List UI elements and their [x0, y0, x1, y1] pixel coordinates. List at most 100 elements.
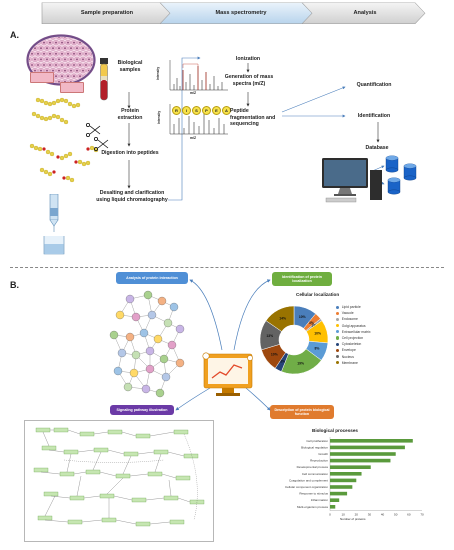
card-protein-localization: Identification of protein localization: [272, 272, 332, 286]
bar-category-label: Coagulation and complement: [289, 478, 328, 482]
legend-item: Extracellular matrix: [336, 329, 371, 335]
process-bar: [330, 498, 340, 502]
protein-node: [113, 366, 123, 376]
analysis-computer-icon: [202, 352, 253, 396]
cell-nucleus-icon: [46, 69, 48, 72]
legend-label: Membrane: [341, 360, 358, 365]
x-tick-label: 0: [329, 513, 331, 517]
x-tick-label: 70: [420, 513, 424, 517]
cell-nucleus-icon: [88, 58, 90, 61]
cell-nucleus-icon: [49, 41, 51, 44]
cell-nucleus-icon: [73, 64, 75, 66]
card-biological-function: Description of protein biological functi…: [270, 405, 334, 419]
donut-value-label: 10%: [299, 315, 306, 319]
cell-nucleus-icon: [61, 75, 63, 78]
workflow-banner: [41, 2, 426, 24]
cell-nucleus-icon: [79, 52, 81, 55]
cell-nucleus-icon: [73, 41, 75, 44]
database-icon: [385, 155, 417, 195]
cell-icon: [92, 45, 93, 51]
biological-samples-label: Biological samples: [117, 60, 143, 73]
cell-nucleus-icon: [52, 58, 54, 61]
cell-icon: [29, 37, 32, 40]
cell-nucleus-icon: [82, 58, 84, 61]
section-divider: [10, 267, 444, 268]
cell-nucleus-icon: [76, 69, 78, 72]
process-bar: [330, 491, 348, 496]
protein-node: [115, 310, 125, 320]
processes-chart-title: Biological processes: [312, 428, 358, 433]
donut-value-label: 10%: [271, 353, 278, 357]
cell-nucleus-icon: [43, 52, 45, 55]
protein-extraction-label: Protein extraction: [117, 108, 143, 121]
cell-nucleus-icon: [40, 47, 42, 50]
protein-node: [125, 332, 135, 342]
protein-node: [157, 296, 167, 306]
cell-nucleus-icon: [70, 58, 72, 61]
cell-nucleus-icon: [94, 70, 95, 72]
cell-nucleus-icon: [79, 41, 81, 44]
cell-nucleus-icon: [37, 52, 39, 55]
gear-icon: [202, 352, 253, 361]
protein-node: [159, 354, 169, 364]
legend-label: Vacuole: [341, 311, 354, 316]
cell-icon: [92, 79, 93, 83]
stage-label-sample-prep: Sample preparation: [80, 10, 134, 16]
legend-label: Lipid particle: [341, 305, 361, 310]
peptide-residue: R: [172, 106, 181, 115]
protein-digestion-illustration: [29, 97, 109, 183]
legend-label: Endosome: [341, 317, 358, 322]
peptide-residue: I: [182, 106, 191, 115]
legend-item: Vacuole: [336, 310, 371, 316]
legend-item: Membrane: [336, 360, 371, 366]
cell-nucleus-icon: [58, 58, 60, 61]
protein-node: [125, 294, 135, 304]
cell-icon: [38, 37, 44, 40]
protein-node: [163, 318, 173, 328]
cell-nucleus-icon: [40, 58, 42, 61]
cell-nucleus-icon: [49, 64, 51, 66]
legend-swatch: [336, 355, 340, 359]
peptide-sequence: R I S P E A: [172, 106, 231, 115]
cell-nucleus-icon: [67, 64, 69, 66]
bar-category-label: Growth: [318, 452, 328, 456]
cell-nucleus-icon: [67, 41, 69, 44]
x-tick-label: 10: [341, 513, 345, 517]
cell-nucleus-icon: [55, 64, 57, 66]
tissue-slide-icon: [60, 82, 84, 93]
cell-nucleus-icon: [76, 47, 78, 50]
card-signaling-pathway: Signaling pathway illustration: [110, 405, 174, 415]
cell-nucleus-icon: [64, 69, 66, 72]
bar-category-label: Developmental process: [297, 465, 329, 469]
protein-node: [175, 358, 185, 368]
legend-item: Envelope: [336, 347, 371, 353]
processes-x-axis-label: Number of proteins: [340, 517, 366, 521]
donut-value-label: 3%: [280, 360, 285, 364]
process-bar: [330, 439, 413, 443]
cell-icon: [86, 37, 92, 40]
cell-nucleus-icon: [31, 64, 33, 66]
cell-nucleus-icon: [49, 52, 51, 55]
computer-tower-icon: [370, 170, 382, 200]
protein-node: [161, 372, 171, 382]
cell-icon: [29, 56, 32, 62]
cell-nucleus-icon: [58, 69, 60, 72]
cell-icon: [50, 37, 56, 40]
process-bar: [330, 478, 357, 483]
cell-nucleus-icon: [79, 75, 81, 78]
peptide-residue: E: [212, 106, 221, 115]
x-tick-label: 60: [407, 513, 411, 517]
signaling-pathway-map: [24, 420, 214, 542]
fragmentation-label: Peptide fragmentation and sequencing: [230, 108, 276, 127]
x-tick-label: 40: [381, 513, 385, 517]
legend-swatch: [336, 348, 340, 352]
legend-swatch: [336, 361, 340, 365]
legend-label: Golgi apparatus: [341, 323, 366, 328]
liquid-chromatography-icon: [43, 194, 65, 255]
donut-value-label: 10%: [314, 332, 321, 336]
process-bar: [330, 485, 353, 489]
legend-item: Endosome: [336, 316, 371, 322]
cell-nucleus-icon: [73, 75, 75, 78]
process-bar: [330, 445, 405, 450]
